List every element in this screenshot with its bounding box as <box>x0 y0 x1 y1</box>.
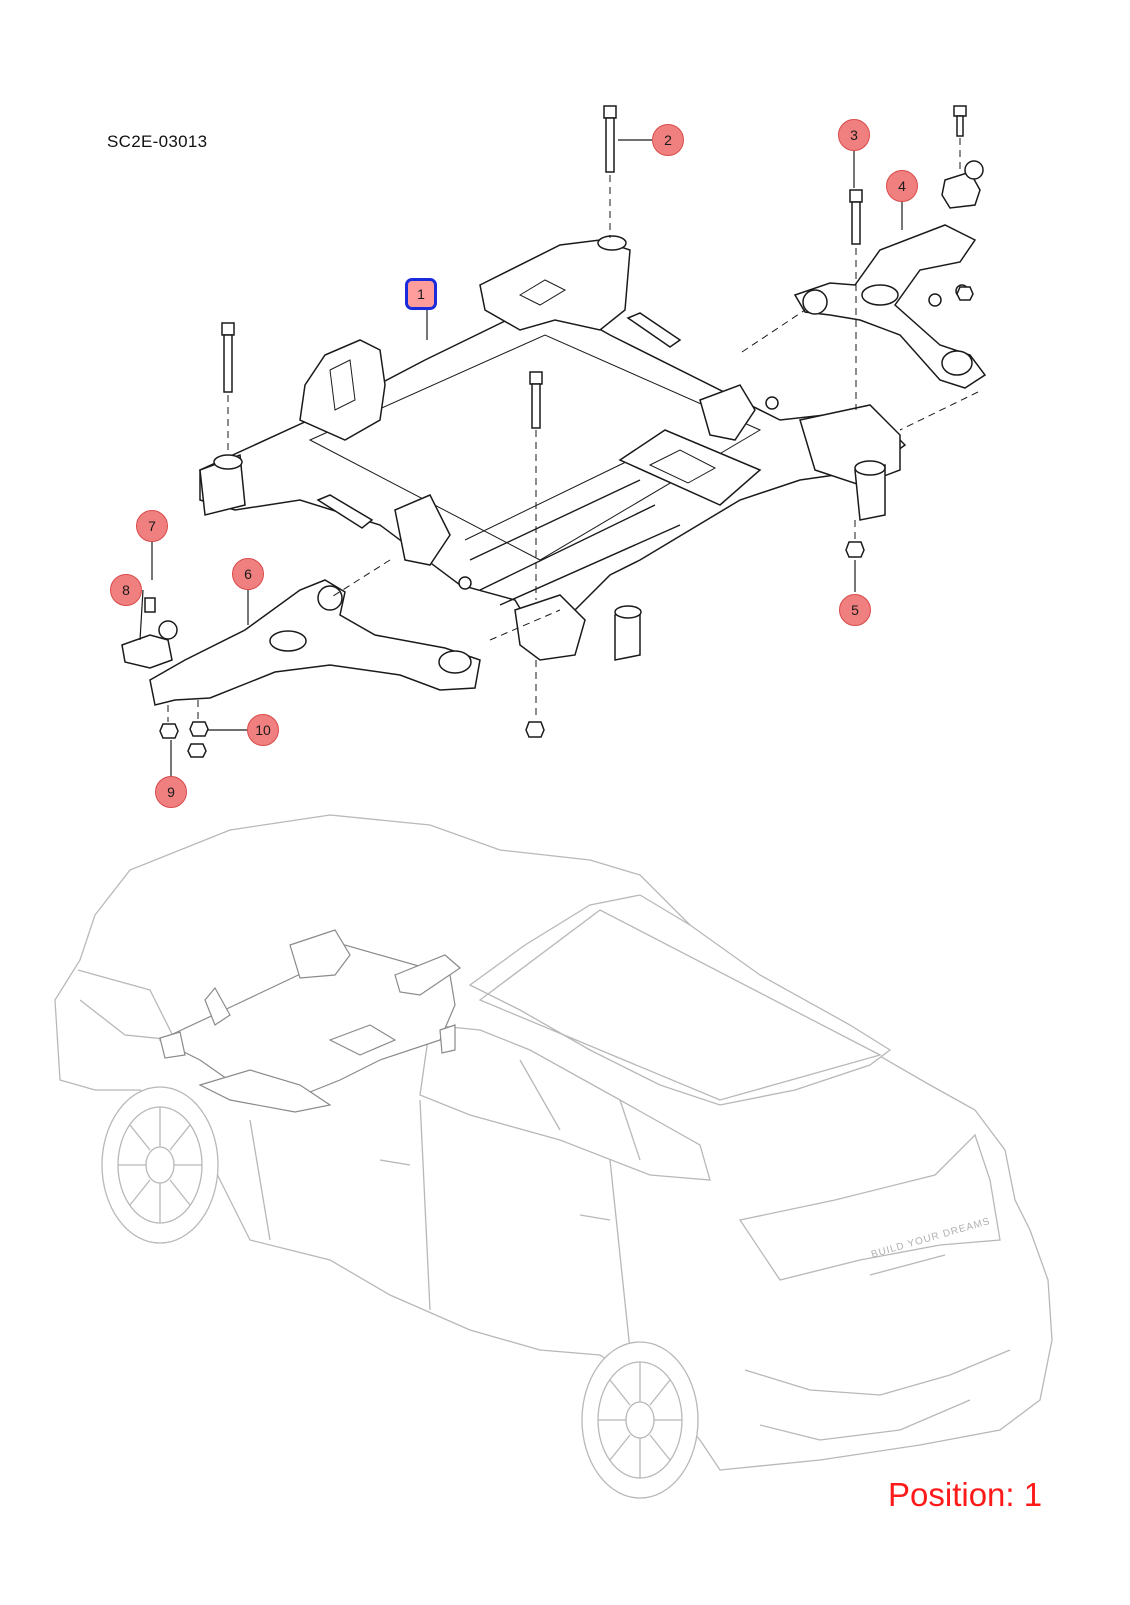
callout-10[interactable]: 10 <box>247 714 279 746</box>
callout-7[interactable]: 7 <box>136 510 168 542</box>
leader-lines <box>139 139 903 776</box>
car-subframe-highlight <box>158 929 461 1113</box>
car-locator-illustration <box>54 814 1053 1499</box>
assembly-lines <box>167 138 979 722</box>
reference-code: SC2E-03013 <box>107 132 208 151</box>
callout-9[interactable]: 9 <box>155 776 187 808</box>
callout-4[interactable]: 4 <box>886 170 918 202</box>
callout-3[interactable]: 3 <box>838 119 870 151</box>
subframe <box>199 235 907 661</box>
left-control-arm <box>121 579 481 706</box>
fasteners <box>159 105 974 758</box>
position-label: Position: 1 <box>888 1476 1043 1513</box>
callout-6[interactable]: 6 <box>232 558 264 590</box>
callout-2[interactable]: 2 <box>652 124 684 156</box>
callout-1[interactable]: 1 <box>405 278 437 310</box>
callout-5[interactable]: 5 <box>839 594 871 626</box>
callout-8[interactable]: 8 <box>110 574 142 606</box>
